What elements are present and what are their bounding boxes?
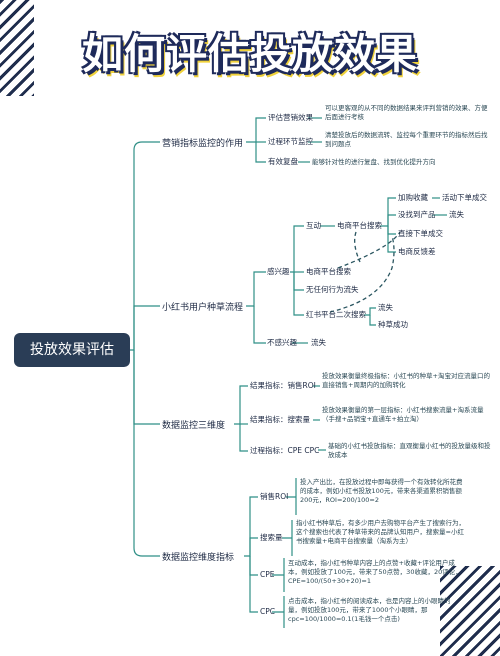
b4-desc-search: 指小红书种草后，有多少用户去购物平台产生了搜索行为，这个搜索也代表了种草带来的品… xyxy=(296,519,465,545)
b3-item-roi: 结果指标：销售ROI xyxy=(250,381,316,390)
node-activity-order: 活动下单成交 xyxy=(442,193,487,202)
node-no-interest: 不感兴趣 xyxy=(267,338,297,347)
b1-desc-review: 能够针对性的进行复盘、找到优化提升方向 xyxy=(312,158,436,166)
b1-item-process: 过程环节监控 xyxy=(268,137,313,146)
node-bad-feedback: 电商反馈差 xyxy=(398,247,436,256)
b4-desc-roi: 投入产出比，在投放过程中即每获得一个有效转化所花费的成本，例如小红书投放100元… xyxy=(300,478,463,504)
node-lost-3: 流失 xyxy=(311,338,326,347)
node-lost-2: 流失 xyxy=(378,303,393,312)
b4-item-search: 搜索量 xyxy=(260,533,283,542)
b1-item-evaluate: 评估营销效果 xyxy=(268,113,313,122)
decorative-stripes-top-left xyxy=(0,0,34,96)
node-add-cart: 加购收藏 xyxy=(398,193,428,202)
b1-desc-evaluate: 可以更客观的从不同的数据结果来评判营销的效果、方便后面进行考核 xyxy=(325,104,488,121)
b3-desc-search: 投放效果衡量的第一层指标：小红书搜索流量+淘系流量（手搜+品销宝+直通车+拍立淘… xyxy=(322,406,484,423)
branch-user-flow: 小红书用户种草流程 xyxy=(162,303,244,313)
branch-metric-dimensions: 数据监控维度指标 xyxy=(162,553,235,563)
branch-three-dimensions: 数据监控三维度 xyxy=(162,421,226,431)
b3-desc-cpe-cpc: 基础的小红书投放指标：直观衡量小红书的投放量级和投放成本 xyxy=(328,442,491,459)
b4-item-cpe: CPE xyxy=(260,570,275,579)
branch-marketing-metrics: 营销指标监控的作用 xyxy=(162,139,244,149)
node-not-found: 没找到产品 xyxy=(398,210,436,219)
node-interest: 感兴趣 xyxy=(267,267,290,276)
decorative-stripes-bottom-right xyxy=(440,566,500,656)
node-direct-order: 直接下单成交 xyxy=(398,229,443,238)
node-interact: 互动 xyxy=(306,221,321,230)
b3-desc-roi: 投放效果衡量终极指标：小红书的种草+淘宝对应流量口的直接销售+周期内的加购转化 xyxy=(322,372,490,389)
node-ecom-search-1: 电商平台搜索 xyxy=(337,221,382,230)
b4-desc-cpc: 点击成本，指小红书的阅读成本，也是内容上的小眼睛的量，例如投放100元，带来了1… xyxy=(288,597,451,623)
b4-item-roi: 销售ROI xyxy=(260,492,289,501)
b4-desc-cpe: 互动成本，指小红书种草内容上的点赞+收藏+评论用户成本，例如投放了100元，带来… xyxy=(288,559,462,585)
node-xhs-search: 红书平台二次搜索 xyxy=(306,310,366,319)
b3-item-search: 结果指标：搜索量 xyxy=(250,415,310,424)
node-ecom-search-2: 电商平台搜索 xyxy=(306,267,351,276)
page-title: 如何评估投放效果 xyxy=(82,30,418,78)
b3-item-cpe-cpc: 过程指标：CPE CPC xyxy=(250,446,320,455)
node-grass-success: 种草成功 xyxy=(378,320,408,329)
root-node: 投放效果评估 xyxy=(14,333,130,367)
node-no-action: 无任何行为流失 xyxy=(306,285,359,294)
b1-desc-process: 清楚投放后的数据流转、监控每个重要环节的指标然后找到问题点 xyxy=(325,131,488,148)
b4-item-cpc: CPC xyxy=(260,607,275,616)
node-lost-1: 流失 xyxy=(449,210,464,219)
b1-item-review: 有效复盘 xyxy=(268,157,298,166)
